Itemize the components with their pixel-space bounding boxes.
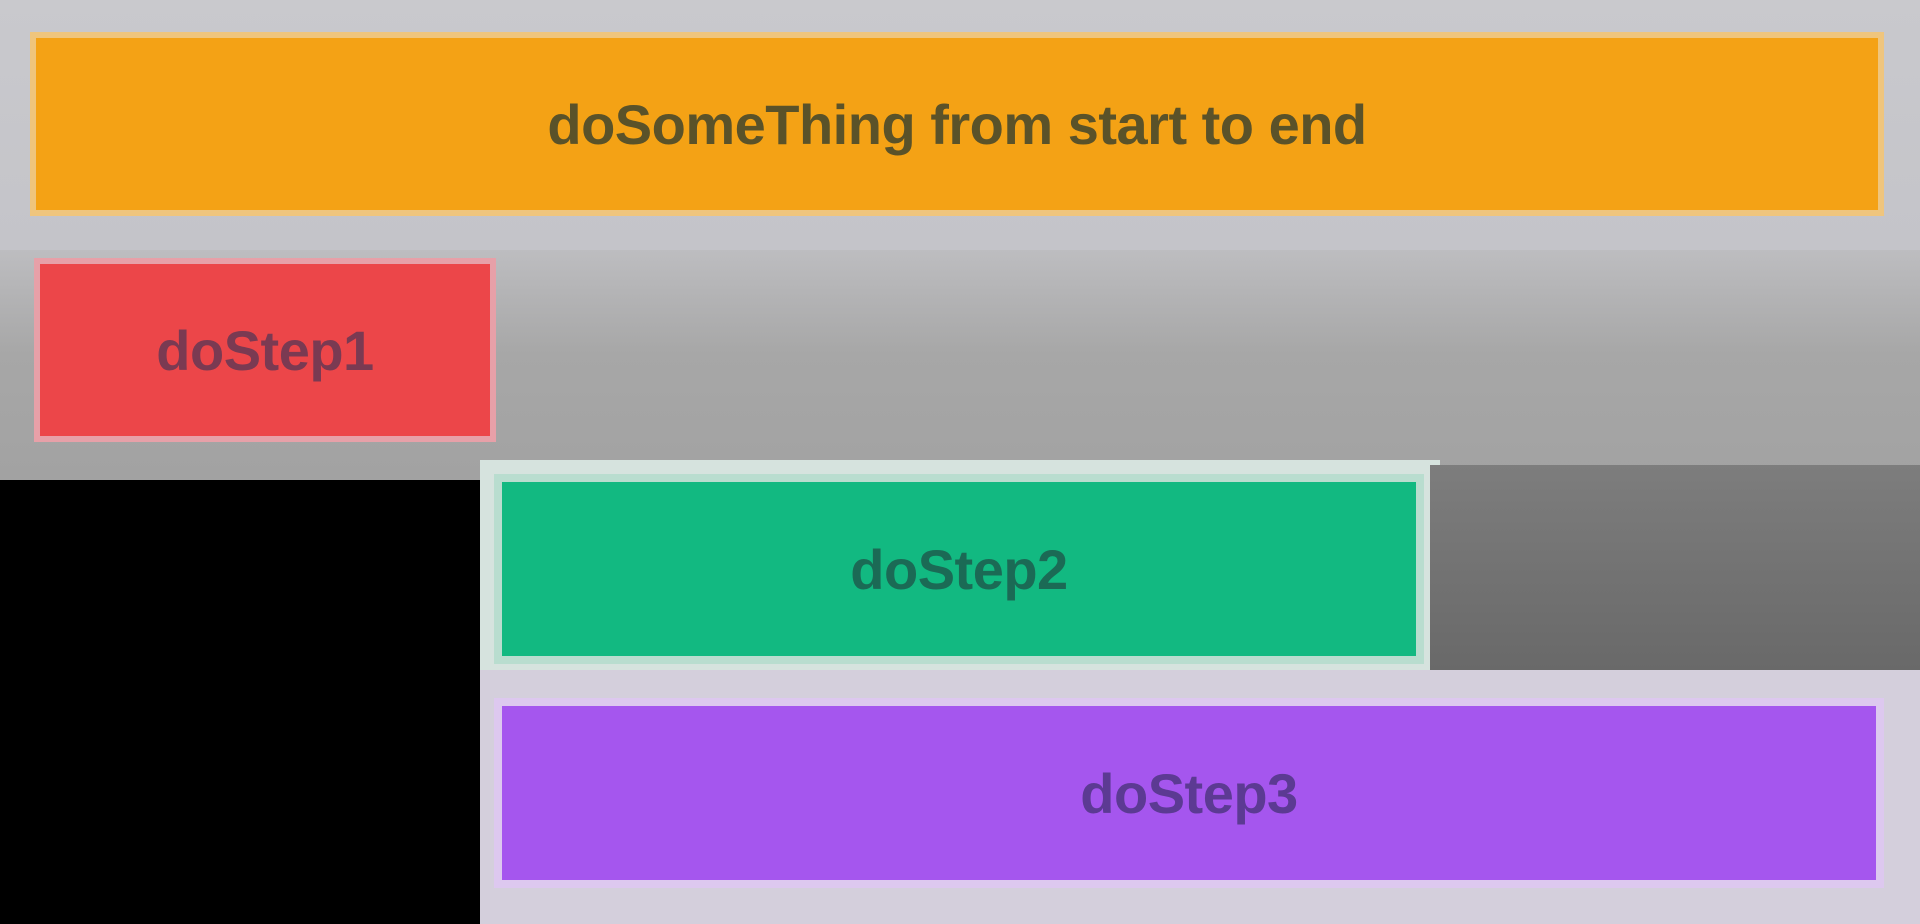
main-process-label: doSomeThing from start to end [547, 92, 1367, 156]
step2-label: doStep2 [850, 537, 1068, 601]
step2-block: doStep2 [494, 474, 1424, 664]
step3-block: doStep3 [494, 698, 1884, 888]
step1-label: doStep1 [156, 318, 374, 382]
step1-block: doStep1 [34, 258, 496, 442]
background-right [1430, 465, 1920, 680]
main-process-block: doSomeThing from start to end [30, 32, 1884, 216]
step3-label: doStep3 [1080, 761, 1298, 825]
